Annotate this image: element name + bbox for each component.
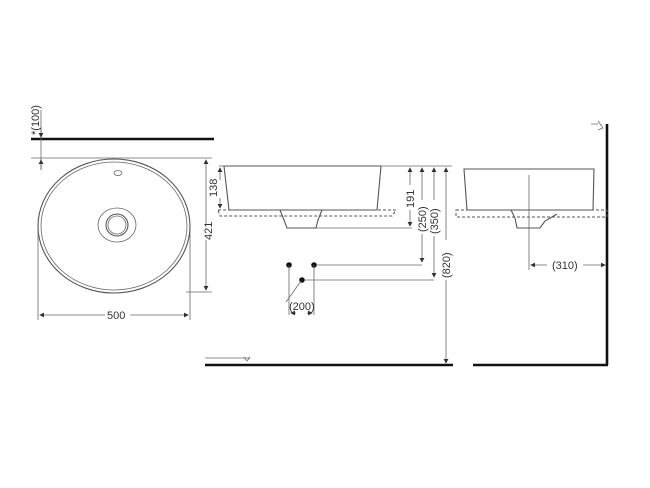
drain-body — [279, 209, 323, 229]
floor-height-label: (820) — [441, 252, 453, 278]
drain-icon — [105, 213, 129, 237]
floor-level-icon — [243, 356, 251, 362]
drain-side-body — [510, 209, 558, 229]
front-view: 138 191 (250) (350) (820) (200) — [205, 165, 453, 367]
side-view: (310) — [455, 120, 609, 367]
basin-front-outline — [223, 165, 382, 211]
basin-outline-outer — [37, 158, 191, 294]
supply-height-label: (250) — [417, 206, 429, 232]
drain-outer-ring-icon — [97, 207, 137, 243]
supply-spacing-label: (200) — [289, 301, 315, 313]
wall-clearance-label: *(100) — [30, 105, 42, 135]
countertop-outline — [217, 209, 397, 217]
overflow-hole-icon — [113, 170, 123, 176]
width-label: 500 — [107, 310, 125, 322]
depth-label: 421 — [203, 222, 215, 240]
countertop-side-outline — [455, 209, 608, 218]
top-view: *(100) 421 500 — [30, 105, 215, 322]
wall-level-icon — [591, 120, 604, 131]
basin-height-label: 138 — [208, 179, 220, 197]
drain-height-label: 191 — [405, 190, 417, 208]
basin-outline-inner — [40, 161, 188, 291]
waste-height-label: (350) — [429, 208, 441, 234]
wall-offset-label: (310) — [552, 260, 578, 272]
